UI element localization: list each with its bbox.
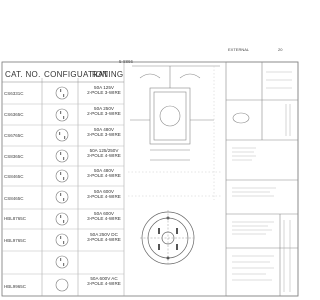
table-row-rating: 50A 600V 3-POLE 4-WIRE (87, 189, 121, 200)
table-row-cat-no: CS6365C (4, 112, 24, 117)
table-row-cat-no: HBL8765C (4, 216, 27, 221)
cat-no-header: CAT. NO. (5, 70, 41, 79)
table-row-rating: 50A 480V 3-POLE 4-WIRE (87, 168, 121, 179)
drawing-number: 5-8866 (119, 59, 134, 64)
table-row-rating: 50A 250V 2-POLE 3-WIRE (87, 106, 121, 117)
table-row-rating: 50A 600V 3-POLE 4-WIRE (87, 211, 121, 222)
drawing-linework (1, 61, 299, 297)
table-row-cat-no: HBL9765C (4, 238, 27, 243)
external-label: EXTERNAL (228, 47, 250, 52)
table-row-rating: 50A 125/250V 3-POLE 4-WIRE (87, 148, 121, 159)
table-row-rating: 50A 480V 3-POLE 3-WIRE (87, 127, 121, 138)
rating-header: RATING (92, 70, 124, 79)
table-row-cat-no: CS8465C (4, 196, 24, 201)
table-row-cat-no: CS8465C (4, 174, 24, 179)
table-row-cat-no: HBL9965C (4, 284, 27, 289)
configuration-header: CONFIGUATION (44, 70, 109, 79)
table-row-cat-no: CS6765C (4, 133, 24, 138)
table-row-cat-no: CS8365C (4, 154, 24, 159)
table-row-rating: 50A 125V 2-POLE 3-WIRE (87, 85, 121, 96)
table-row-rating: 50A 600V AC 3-POLE 4-WIRE (87, 276, 121, 287)
table-row-cat-no: CS6331C (4, 91, 24, 96)
table-row-rating: 50A 250V DC 3-POLE 4-WIRE (87, 232, 121, 243)
drawing-sheet: 5-8866 CAT. NO. CONFIGUATION RATING CS63… (1, 47, 299, 297)
external-number: 20 (278, 47, 283, 52)
